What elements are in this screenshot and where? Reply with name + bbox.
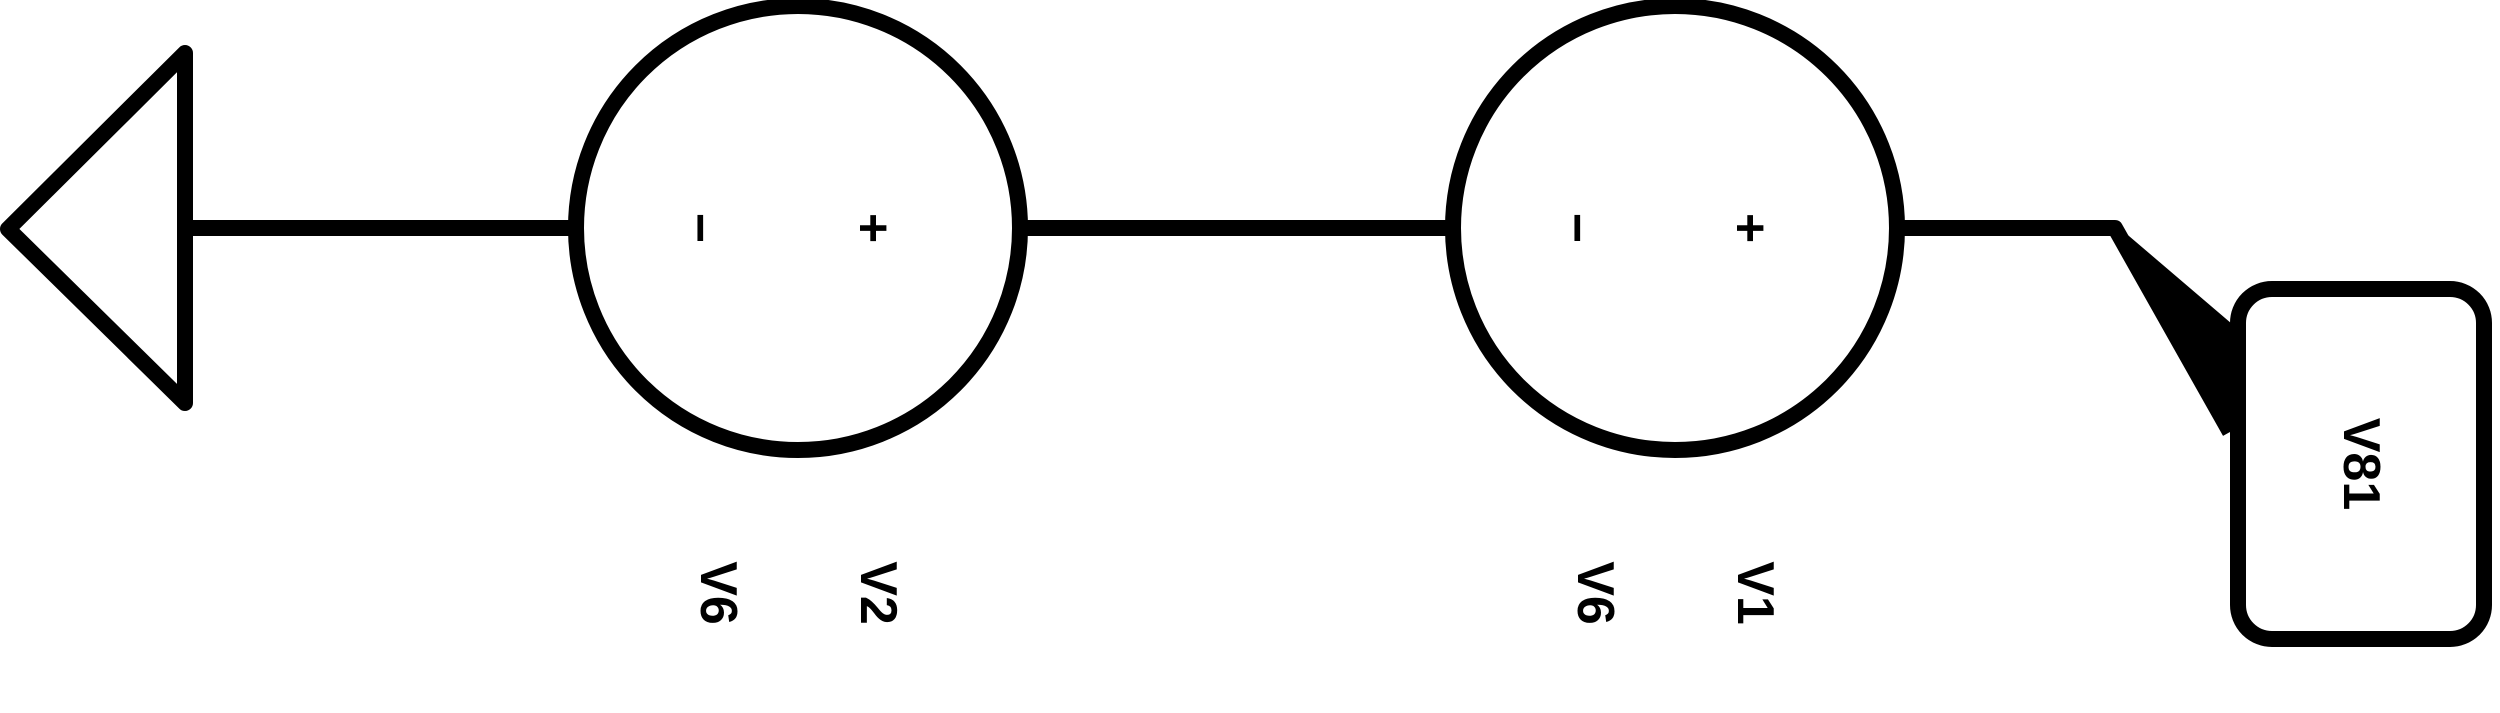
- sum1-input-label-1: V6: [689, 561, 747, 625]
- summing-junction-1: − + V6 V2: [568, 0, 1028, 625]
- sum2-input-label-1: V6: [1566, 561, 1624, 625]
- sum2-input-label-2: V1: [1726, 561, 1784, 625]
- sum1-minus-sign: −: [671, 213, 729, 243]
- sum2-minus-sign: −: [1548, 213, 1606, 243]
- sum1-plus-sign: +: [844, 213, 902, 243]
- output-block-label: V81: [2332, 418, 2390, 511]
- sum1-input-label-2: V2: [849, 561, 907, 625]
- output-block: V81: [2230, 281, 2492, 647]
- summing-junction-2: − + V6 V1: [1445, 0, 1905, 625]
- block-connector-wedge: [2112, 225, 2241, 435]
- sum2-plus-sign: +: [1721, 213, 1779, 243]
- output-arrow: [0, 45, 193, 411]
